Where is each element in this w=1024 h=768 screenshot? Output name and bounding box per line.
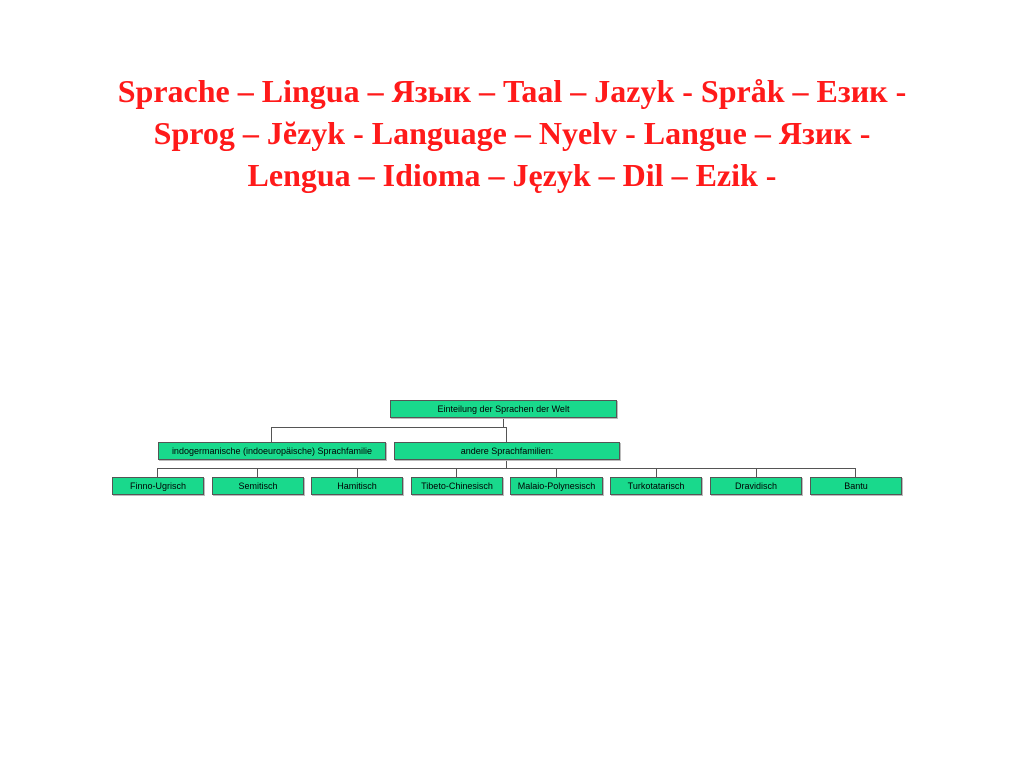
tree-node-turkotatarisch: Turkotatarisch (610, 477, 702, 495)
title-line-2: Sprog – Jĕzyk - Language – Nyelv - Langu… (153, 115, 871, 151)
tree-node-indogermanisch: indogermanische (indoeuropäische) Sprach… (158, 442, 386, 460)
tree-node-hamitisch: Hamitisch (311, 477, 403, 495)
tree-node-dravidisch: Dravidisch (710, 477, 802, 495)
tree-node-malaio-polynesisch: Malaio-Polynesisch (510, 477, 603, 495)
title-line-1: Sprache – Lingua – Язык – Taal – Jazyk -… (117, 73, 907, 109)
tree-node-tibeto-chinesisch: Tibeto-Chinesisch (411, 477, 503, 495)
tree-node-finno-ugrisch: Finno-Ugrisch (112, 477, 204, 495)
title-line-3: Lengua – Idioma – Język – Dil – Ezik - (247, 157, 777, 193)
tree-node-bantu: Bantu (810, 477, 902, 495)
tree-node-root: Einteilung der Sprachen der Welt (390, 400, 617, 418)
slide-title: Sprache – Lingua – Язык – Taal – Jazyk -… (40, 70, 984, 196)
tree-node-andere-sprachfamilien: andere Sprachfamilien: (394, 442, 620, 460)
tree-node-semitisch: Semitisch (212, 477, 304, 495)
